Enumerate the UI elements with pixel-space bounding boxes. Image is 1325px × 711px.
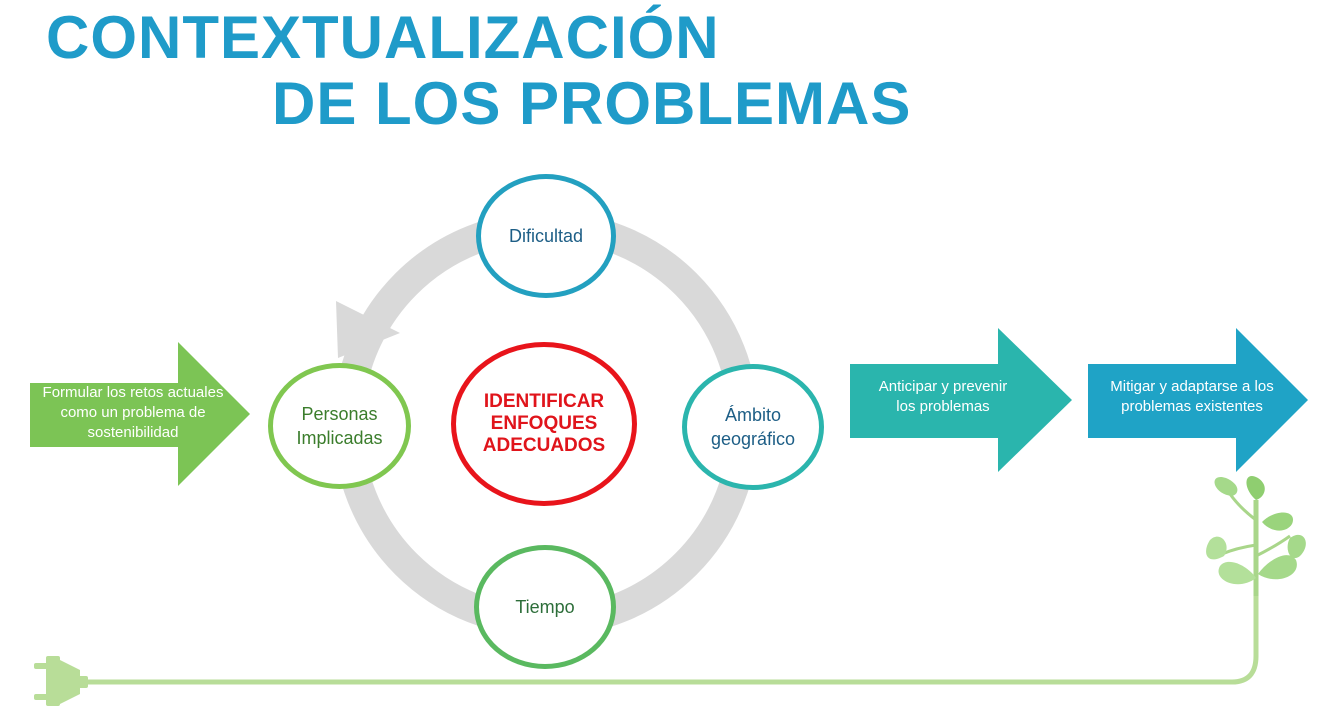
node-dificultad-label: Dificultad — [508, 225, 584, 246]
arrow-anticipar-text: Anticipar y prevenir los problemas — [858, 372, 1028, 422]
node-personas-label-line1: Personas — [301, 404, 378, 424]
node-dificultad: Dificultad — [476, 174, 616, 298]
cable-line — [84, 590, 1259, 685]
plant-sprout-icon — [1206, 476, 1306, 596]
arrow-formular-line3: sostenibilidad — [87, 424, 179, 441]
node-ambito-label-line1: Ámbito — [724, 405, 782, 425]
arrow-formular-line1: Formular los retos actuales — [42, 384, 224, 401]
center-node-identificar-enfoques: IDENTIFICAR ENFOQUES ADECUADOS — [451, 342, 637, 506]
arrow-mitigar-shape — [1088, 328, 1308, 472]
arrow-mitigar-line2: problemas existentes — [1121, 398, 1263, 415]
center-label-line2: ENFOQUES — [490, 413, 598, 434]
node-ambito-geografico: Ámbito geográfico — [682, 364, 824, 490]
arrow-anticipar-line2: los problemas — [896, 398, 990, 415]
node-tiempo-label: Tiempo — [515, 596, 575, 617]
arrow-mitigar-text: Mitigar y adaptarse a los problemas exis… — [1092, 372, 1292, 422]
arrow-formular-shape — [30, 342, 250, 486]
title-line-2: DE LOS PROBLEMAS — [272, 70, 912, 137]
cycle-arrow-icon — [336, 301, 400, 358]
node-tiempo: Tiempo — [474, 545, 616, 669]
node-personas-implicadas: Personas Implicadas — [268, 363, 411, 489]
center-label-line1: IDENTIFICAR — [483, 391, 605, 412]
node-personas-label-line2: Implicadas — [296, 428, 383, 448]
title-line-1: CONTEXTUALIZACIÓN — [46, 4, 720, 71]
arrow-mitigar-line1: Mitigar y adaptarse a los — [1110, 378, 1274, 395]
arrow-anticipar-line1: Anticipar y prevenir — [878, 378, 1008, 395]
node-ambito-label-line2: geográfico — [710, 429, 796, 449]
center-label-line3: ADECUADOS — [482, 435, 606, 456]
arrow-formular-text: Formular los retos actuales como un prob… — [28, 380, 238, 446]
plug-icon — [34, 656, 88, 706]
arrow-formular-line2: como un problema de — [60, 404, 206, 421]
arrow-anticipar-shape — [850, 328, 1072, 472]
